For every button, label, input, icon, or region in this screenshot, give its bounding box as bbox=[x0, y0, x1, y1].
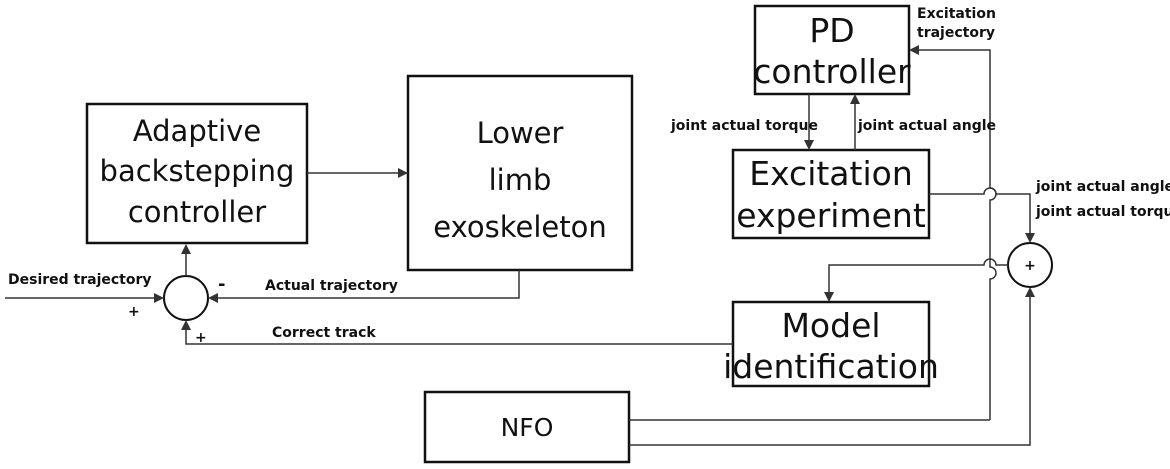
feedback-minus-sign: - bbox=[218, 274, 225, 295]
nfo-label: NFO bbox=[501, 413, 554, 442]
exoskeleton-label-line3: exoskeleton bbox=[433, 210, 606, 244]
sum-to-model-wire bbox=[828, 258, 1008, 294]
sum-to-model-arrowhead bbox=[824, 292, 834, 302]
model-label-line2: identification bbox=[723, 347, 939, 386]
pd-controller-block: PD controller bbox=[753, 4, 911, 96]
joint-actual-angle-label: joint actual angle bbox=[857, 118, 996, 134]
excitation-trajectory-label-line2: trajectory bbox=[917, 25, 995, 41]
desired-trajectory-arrowhead bbox=[154, 293, 164, 303]
excitation-trajectory-arrowhead bbox=[909, 45, 919, 55]
correct-track-plus-sign: + bbox=[195, 330, 207, 346]
pd-label-line1: PD bbox=[809, 11, 854, 50]
adaptive-label-line2: backstepping bbox=[100, 154, 295, 188]
joint-actual-angle-right-label: joint actual angle bbox=[1035, 179, 1170, 195]
excitation-output-wire bbox=[929, 187, 1031, 235]
correct-track-label: Correct track bbox=[272, 325, 376, 341]
actual-trajectory-arrowhead bbox=[208, 293, 218, 303]
model-identification-block: Model identification bbox=[723, 300, 939, 388]
excitation-experiment-block: Excitation experiment bbox=[731, 148, 931, 240]
actual-trajectory-label: Actual trajectory bbox=[265, 278, 398, 294]
adaptive-label-line3: controller bbox=[128, 195, 266, 229]
exoskeleton-label-line2: limb bbox=[489, 163, 552, 197]
model-label-line1: Model bbox=[781, 306, 880, 345]
pd-label-line2: controller bbox=[753, 52, 911, 91]
excitation-to-pd-arrowhead bbox=[850, 94, 860, 104]
correct-track-arrowhead bbox=[181, 320, 191, 330]
excitation-output-arrowhead bbox=[1025, 233, 1035, 243]
adaptive-label-line1: Adaptive bbox=[133, 114, 261, 148]
nfo-to-sum-arrowhead bbox=[1025, 287, 1035, 297]
nfo-to-sum-wire bbox=[629, 295, 1031, 446]
desired-trajectory-label: Desired trajectory bbox=[8, 272, 152, 288]
excitation-label-line1: Excitation bbox=[749, 154, 913, 193]
joint-actual-torque-label: joint actual torque bbox=[670, 118, 818, 134]
excitation-label-line2: experiment bbox=[736, 196, 926, 235]
adaptive-backstepping-controller-block: Adaptive backstepping controller bbox=[85, 102, 309, 245]
desired-plus-sign: + bbox=[128, 304, 140, 320]
lower-limb-exoskeleton-block: Lower limb exoskeleton bbox=[406, 74, 634, 272]
joint-actual-torque-right-label: joint actual torque bbox=[1035, 204, 1170, 220]
sum-to-controller-arrowhead bbox=[181, 244, 191, 254]
correct-track-wire bbox=[185, 330, 733, 345]
left-summing-junction bbox=[163, 275, 209, 321]
nfo-block: NFO bbox=[423, 390, 631, 464]
excitation-trajectory-label-line1: Excitation bbox=[917, 6, 996, 22]
exoskeleton-label-line1: Lower bbox=[477, 116, 564, 150]
right-sum-sign: + bbox=[1024, 258, 1036, 274]
actual-trajectory-wire bbox=[216, 270, 520, 299]
pd-to-excitation-arrowhead bbox=[804, 140, 814, 150]
controller-to-exoskeleton-arrowhead bbox=[398, 168, 408, 178]
